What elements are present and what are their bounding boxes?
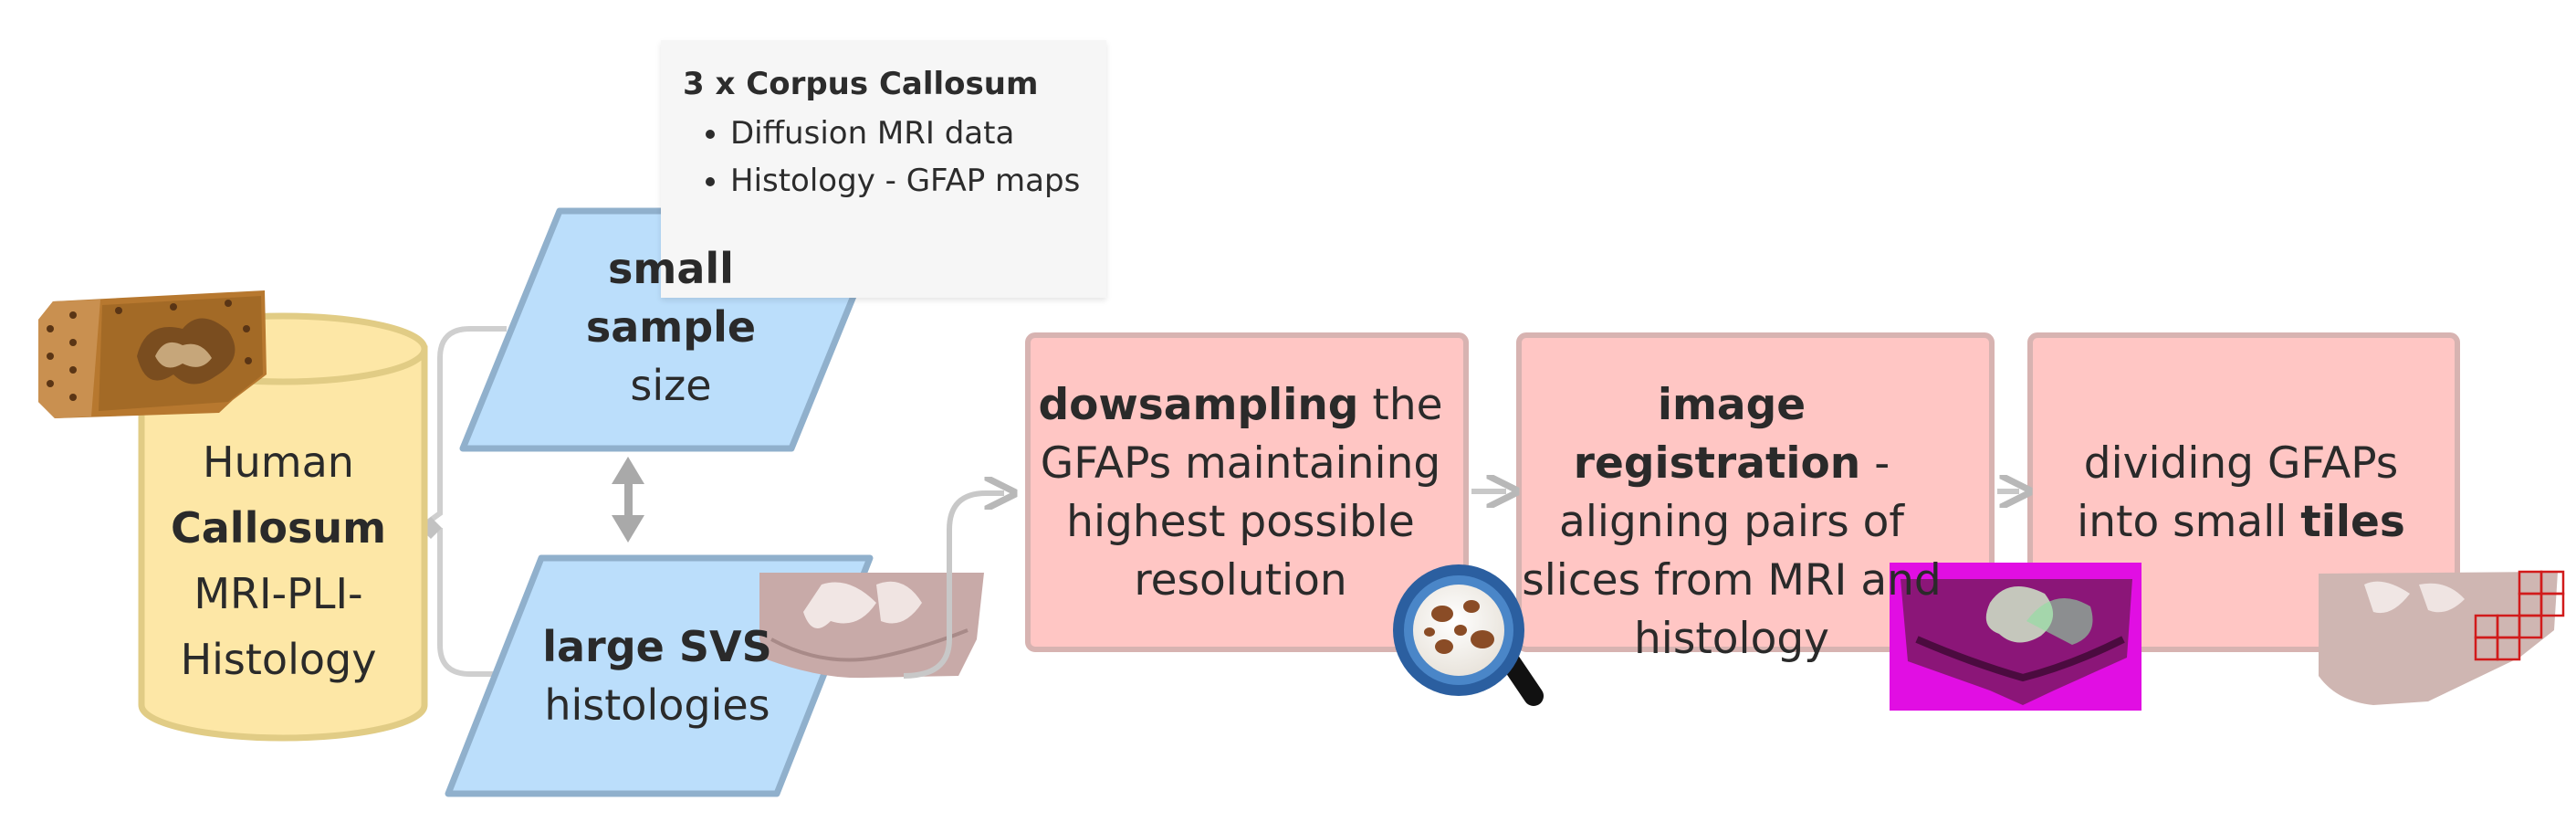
step-text: dividing GFAPs [2083, 438, 2399, 489]
step-text: into small [2077, 497, 2301, 547]
double-arrow-icon [612, 457, 644, 543]
large-svs-bold: large SVS [542, 622, 772, 671]
note-item: Diffusion MRI data [730, 115, 1084, 152]
large-svs-rest: histologies [544, 680, 770, 730]
database-label: Human Callosum MRI-PLI- Histology [137, 429, 420, 692]
small-sample-bold: sample [585, 302, 757, 352]
connector-db-to-large [437, 528, 493, 677]
magnifier-icon [1393, 564, 1544, 706]
step-text: GFAPs maintaining [1040, 438, 1441, 489]
step-text: histology [1634, 614, 1829, 664]
connector-large-to-step1 [903, 493, 1004, 679]
step-downsampling-label: dowsampling the GFAPs maintaining highes… [1026, 376, 1455, 610]
step-text: - [1860, 438, 1890, 489]
step-registration-label: image registration - aligning pairs of s… [1517, 376, 1946, 669]
step-text: slices from MRI and [1522, 555, 1942, 606]
histology-thumbnail [759, 573, 984, 679]
registration-overlay-image [1890, 563, 2141, 711]
database-line: Human [203, 437, 354, 487]
step-bold: dowsampling [1038, 380, 1359, 430]
small-sample-rest: size [630, 361, 712, 410]
step-text: the [1358, 380, 1443, 430]
note-list: Diffusion MRI data Histology - GFAP maps [683, 115, 1084, 199]
database-line: Callosum [171, 503, 386, 553]
info-note: 3 x Corpus Callosum Diffusion MRI data H… [661, 40, 1106, 298]
note-title: 3 x Corpus Callosum [683, 66, 1039, 102]
brain-slab-image [38, 290, 267, 418]
small-sample-label: small sample size [534, 239, 808, 415]
note-item: Histology - GFAP maps [730, 163, 1084, 199]
step-tiles-label: dividing GFAPs into small tiles [2026, 435, 2456, 552]
large-svs-label: large SVS histologies [511, 617, 803, 734]
step-text: resolution [1134, 555, 1347, 606]
step-bold: image registration [1573, 380, 1861, 489]
step-downsampling-box [1025, 332, 1469, 652]
connector-db-to-small [418, 326, 507, 531]
small-sample-bold: small [608, 244, 734, 293]
database-line: MRI-PLI- [194, 569, 363, 618]
database-line: Histology [180, 635, 377, 684]
step-bold: tiles [2300, 497, 2405, 547]
step-text: highest possible [1066, 497, 1415, 547]
tile-grid-icon [2319, 570, 2565, 705]
step-text: aligning pairs of [1559, 497, 1904, 547]
